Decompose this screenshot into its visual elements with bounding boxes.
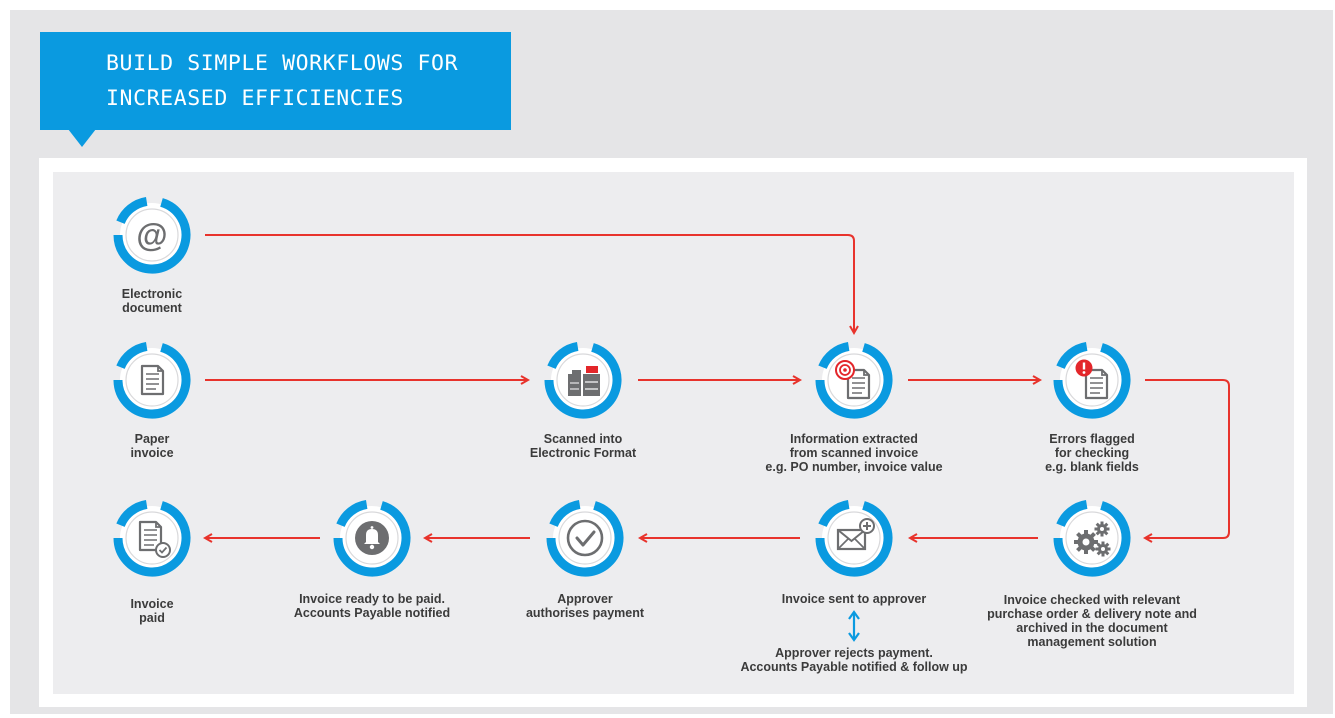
step-errors-flagged: [1058, 346, 1126, 414]
arrow-electronic-to-extraction: [205, 234, 854, 333]
step-invoice-checked: [1058, 504, 1126, 572]
svg-text:@: @: [136, 217, 167, 253]
step-paper-invoice: [118, 346, 186, 414]
scanner-icon: [568, 366, 600, 396]
checkmark-icon: [566, 519, 604, 557]
paid-document-icon: [138, 520, 171, 558]
label-paper-invoice: Paper invoice: [130, 432, 174, 460]
step-scanned: [549, 346, 617, 414]
banner-title-line-2: INCREASED EFFICIENCIES: [106, 86, 404, 111]
envelope-plus-icon: [836, 518, 875, 551]
label-sent-to-approver: Invoice sent to approver: [781, 592, 927, 606]
gears-icon: [1074, 521, 1111, 557]
banner-title-line-1: BUILD SIMPLE WORKFLOWS FOR: [106, 51, 459, 76]
label-scanned: Scanned into Electronic Format: [529, 432, 637, 460]
step-invoice-paid: [118, 504, 186, 572]
diagram-panel: [53, 172, 1294, 694]
step-electronic-document: @: [118, 201, 186, 269]
label-invoice-paid: Invoice paid: [130, 597, 174, 625]
bell-icon: [355, 521, 389, 555]
double-arrow-icon: [848, 610, 860, 642]
label-approver-rejects: Approver rejects payment. Accounts Payab…: [740, 646, 968, 674]
label-info-extracted: Information extracted from scanned invoi…: [765, 432, 943, 474]
paper-document-icon: [140, 364, 165, 396]
step-info-extracted: [820, 346, 888, 414]
step-approver-authorises: [551, 504, 619, 572]
at-sign-icon: @: [136, 217, 167, 253]
label-ready-to-pay: Invoice ready to be paid. Accounts Payab…: [293, 592, 451, 620]
arrow-errors-to-checked: [1145, 379, 1230, 538]
title-banner: BUILD SIMPLE WORKFLOWS FOR INCREASED EFF…: [40, 32, 511, 130]
label-errors-flagged: Errors flagged for checking e.g. blank f…: [1045, 432, 1139, 474]
target-document-icon: [835, 360, 871, 400]
label-invoice-checked: Invoice checked with relevant purchase o…: [987, 593, 1197, 649]
step-sent-to-approver: [820, 504, 888, 572]
banner-pointer: [68, 129, 96, 147]
alert-document-icon: [1075, 359, 1109, 400]
label-approver-authorises: Approver authorises payment: [525, 592, 645, 620]
step-ready-to-pay: [338, 504, 406, 572]
label-electronic-document: Electronic document: [121, 287, 183, 315]
